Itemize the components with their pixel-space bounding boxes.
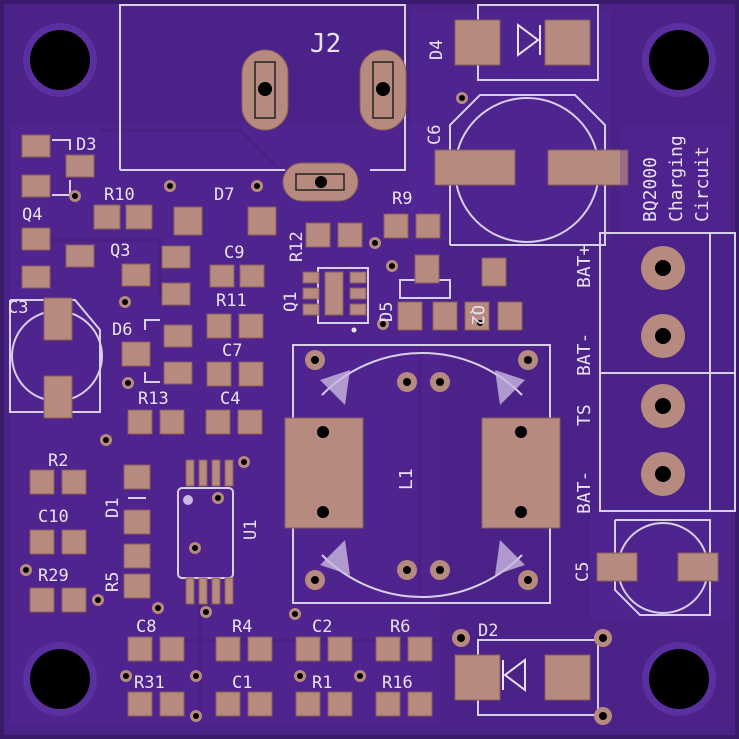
label-c2: C2 xyxy=(312,617,332,637)
j2-connector xyxy=(119,4,407,202)
label-c3: C3 xyxy=(8,298,28,318)
l1-inductor xyxy=(284,344,561,604)
label-j2: J2 xyxy=(310,29,341,59)
terminal-block xyxy=(599,232,736,512)
label-d3: D3 xyxy=(76,135,96,155)
connector-labels: BAT+ BAT- TS BAT- xyxy=(574,244,595,514)
label-r16: R16 xyxy=(382,673,413,693)
label-r5: R5 xyxy=(103,572,123,592)
label-c10: C10 xyxy=(38,507,69,527)
d4-diode xyxy=(454,4,599,81)
label-q3: Q3 xyxy=(110,241,130,261)
label-q2: Q2 xyxy=(467,305,487,325)
label-r1: R1 xyxy=(312,673,332,693)
label-c7: C7 xyxy=(222,341,242,361)
label-r10: R10 xyxy=(104,185,135,205)
title-line-3: Circuit xyxy=(692,146,713,222)
conn-label-bat-minus-1: BAT- xyxy=(574,333,595,376)
label-r2: R2 xyxy=(48,451,68,471)
label-c5: C5 xyxy=(573,562,593,582)
label-c8: C8 xyxy=(136,617,156,637)
label-l1: L1 xyxy=(396,468,417,490)
smd-components xyxy=(21,134,523,717)
label-c4: C4 xyxy=(220,389,240,409)
c3-capacitor xyxy=(9,297,103,419)
title-line-2: Charging xyxy=(666,135,687,222)
q1-transistor xyxy=(302,267,369,333)
c5-capacitor xyxy=(596,519,719,616)
c6-capacitor xyxy=(434,92,629,246)
label-c9: C9 xyxy=(224,243,244,263)
label-r9: R9 xyxy=(392,189,412,209)
conn-label-bat-minus-2: BAT- xyxy=(574,471,595,514)
board-title: BQ2000 Charging Circuit xyxy=(640,135,713,222)
label-r31: R31 xyxy=(134,673,165,693)
label-r6: R6 xyxy=(390,617,410,637)
label-r12: R12 xyxy=(287,231,307,262)
d2-diode xyxy=(452,629,612,725)
label-r11: R11 xyxy=(216,291,247,311)
label-d6: D6 xyxy=(112,320,132,340)
label-c1: C1 xyxy=(232,673,252,693)
silkscreen-labels: J2 D4 C6 D3 R10 D7 R9 Q4 R12 Q3 C9 Q1 D5… xyxy=(8,29,593,693)
label-d7: D7 xyxy=(214,185,234,205)
title-line-1: BQ2000 xyxy=(640,157,661,222)
label-q1: Q1 xyxy=(281,292,301,312)
label-c6: C6 xyxy=(425,125,445,145)
label-d2: D2 xyxy=(478,621,498,641)
label-r13: R13 xyxy=(138,389,169,409)
conn-label-bat-plus: BAT+ xyxy=(574,244,595,288)
label-q4: Q4 xyxy=(22,205,42,225)
conn-label-ts: TS xyxy=(574,404,595,426)
label-d1: D1 xyxy=(103,498,123,518)
label-r4: R4 xyxy=(232,617,252,637)
label-d5: D5 xyxy=(377,302,397,322)
label-d4: D4 xyxy=(427,40,447,60)
vias xyxy=(20,180,486,722)
label-u1: U1 xyxy=(241,520,261,540)
label-r29: R29 xyxy=(38,566,69,586)
mounting-holes xyxy=(23,23,716,716)
u1-ic xyxy=(177,459,234,605)
